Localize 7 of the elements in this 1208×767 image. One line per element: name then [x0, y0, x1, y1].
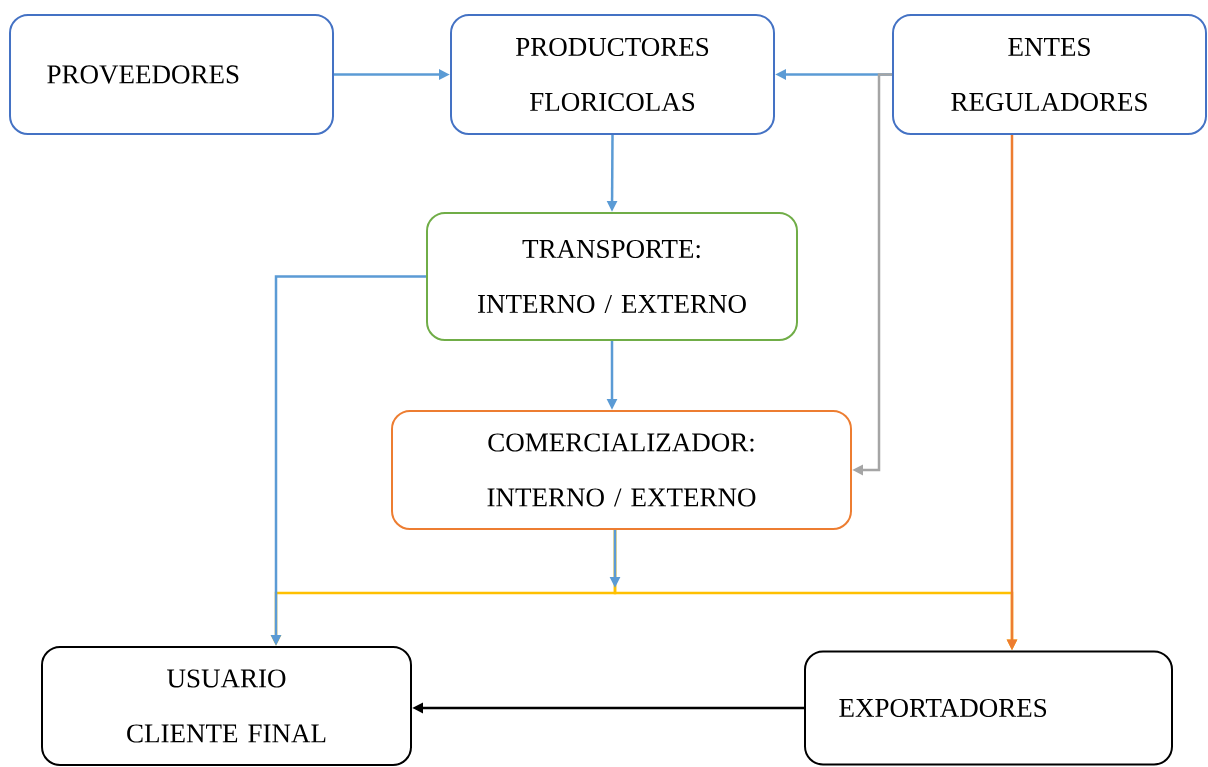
- process-box: EXPORTADORES: [804, 650, 1173, 766]
- process-box: PRODUCTORES FLORICOLAS: [450, 14, 775, 135]
- process-box: TRANSPORTE: INTERNO / EXTERNO: [426, 212, 798, 341]
- process-box: ENTES REGULADORES: [892, 14, 1207, 135]
- process-box: PROVEEDORES: [9, 14, 334, 135]
- process-box: COMERCIALIZADOR: INTERNO / EXTERNO: [391, 410, 852, 530]
- process-box: USUARIO CLIENTE FINAL: [41, 646, 412, 766]
